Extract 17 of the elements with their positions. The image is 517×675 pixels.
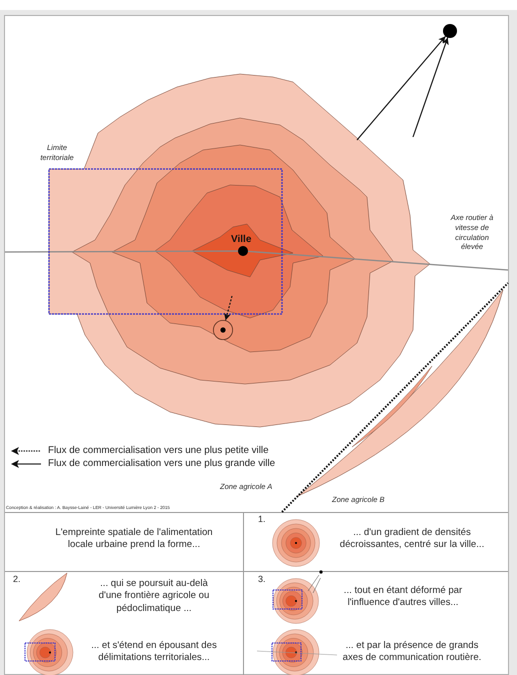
- caption-text: ... tout en étant déformé par l'influence d'autres villes...: [342, 585, 464, 610]
- legend-text: Flux de commercialisation vers une plus petite ville: [48, 444, 269, 456]
- small-city-icon: [213, 320, 233, 340]
- step-number: 3.: [258, 574, 266, 586]
- arrow: [412, 37, 449, 138]
- arrow: [356, 36, 446, 140]
- step-number: 2.: [13, 574, 21, 586]
- large-city-icon: [443, 24, 457, 38]
- legend-text: Flux de commercialisation vers une plus grande ville: [48, 458, 276, 468]
- step-number: 1.: [258, 514, 266, 526]
- city-label: Ville: [231, 233, 252, 246]
- dashed-arrow: [224, 296, 233, 320]
- caption-text: ... et s'étend en épousant des délimitations territoriales...: [90, 640, 218, 665]
- caption-text: ... et par la présence de grands axes de communication routière.: [342, 640, 482, 665]
- caption-text: ... qui se poursuit au-delà d'une frontière agricole ou pédoclimatique ...: [98, 578, 210, 616]
- caption-text: ... d'un gradient de densités décroissantes, centré sur la ville...: [338, 527, 486, 552]
- caption-text: L'empreinte spatiale de l'alimentation locale urbaine prend la forme...: [54, 527, 214, 552]
